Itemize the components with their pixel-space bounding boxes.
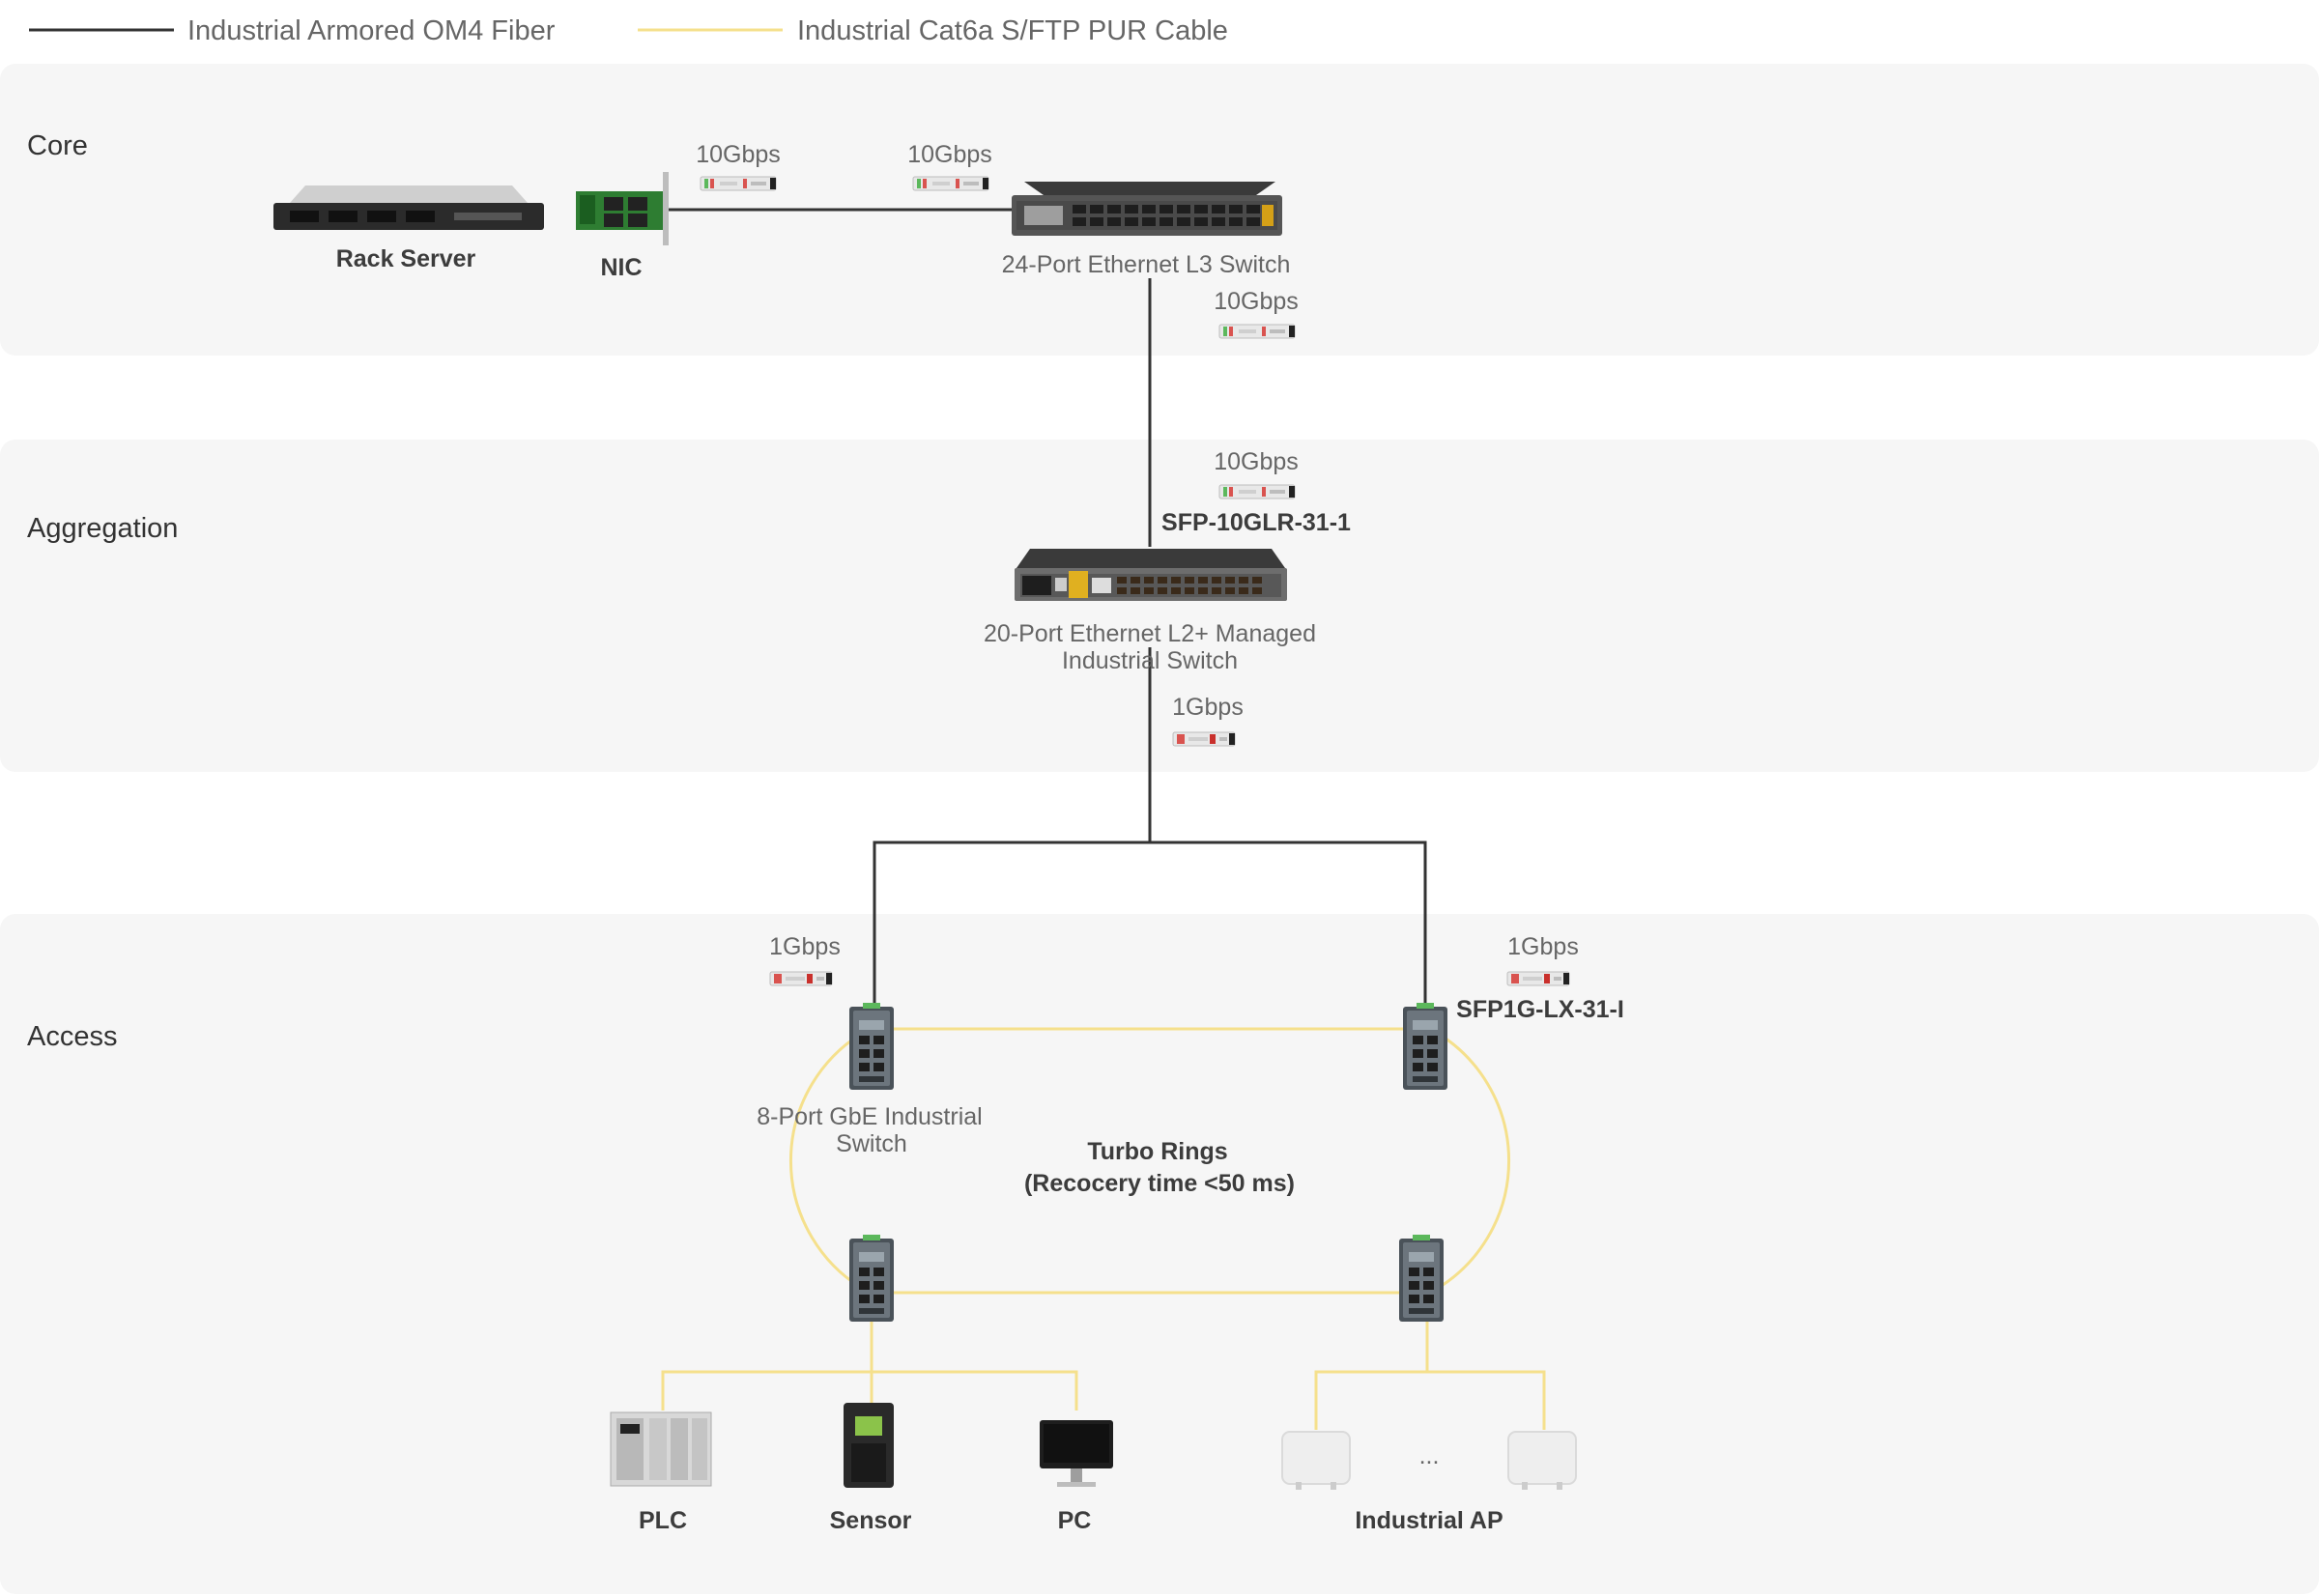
agg-module-label: SFP-10GLR-31-1 [1161,509,1351,536]
rack-server [273,185,544,230]
l3-switch [1012,182,1282,236]
ap-group-bus [1314,1370,1546,1430]
agg-uplink-speed: 10Gbps [1214,448,1299,475]
access-module-label: SFP1G-LX-31-I [1456,996,1624,1023]
switch-link-sfp-module [912,176,989,191]
core-uplink-speed: 10Gbps [1214,288,1299,315]
industrial-ap-ellipsis: ... [1419,1442,1440,1469]
industrial-ap-left [1281,1431,1351,1491]
agg-downlink-speed: 1Gbps [1172,694,1244,721]
access-left-speed: 1Gbps [769,933,841,960]
core-uplink-sfp-module [1218,324,1296,339]
aggregation-switch [1015,549,1287,601]
agg-switch-label-line2: Industrial Switch [1062,647,1238,674]
access-switch-top-left [849,1003,894,1090]
legend-cat6a-label: Industrial Cat6a S/FTP PUR Cable [797,15,1228,46]
agg-to-access-left-link [873,841,1150,1010]
access-switch-label-line2: Switch [836,1130,907,1157]
access-layer-title: Access [27,1021,117,1052]
core-layer-title: Core [27,130,88,161]
fiber-links [667,208,1427,1010]
access-switch-bottom-right [1399,1235,1444,1322]
plc-group-bus [661,1370,1078,1411]
aggregation-layer-title: Aggregation [27,513,178,544]
switch-link-speed: 10Gbps [907,141,992,168]
plc-label: PLC [639,1507,687,1534]
agg-downlink-sfp-module [1172,731,1236,747]
turbo-rings-subtitle: (Recocery time <50 ms) [1024,1170,1295,1197]
industrial-ap-right [1507,1431,1577,1491]
plc-device [610,1411,712,1487]
pc-label: PC [1058,1507,1092,1534]
nic-label: NIC [600,254,642,281]
nic-link-sfp-module [700,176,777,191]
agg-uplink-sfp-module [1218,484,1296,499]
turbo-rings-title: Turbo Rings [1087,1138,1227,1165]
agg-to-access-right-link [1150,841,1427,1010]
sensor-label: Sensor [830,1507,912,1534]
industrial-ap-label: Industrial AP [1355,1507,1503,1534]
nic-card [576,172,669,245]
legend: Industrial Armored OM4 Fiber Industrial … [29,15,1228,46]
pc-device [1040,1420,1113,1487]
access-layer-panel [0,914,2319,1594]
access-right-speed: 1Gbps [1507,933,1579,960]
access-switch-top-right [1403,1003,1447,1090]
access-switch-bottom-left [849,1235,894,1322]
aggregation-layer-panel [0,440,2319,772]
nic-link-speed: 10Gbps [696,141,781,168]
access-switch-label-line1: 8-Port GbE Industrial [757,1103,982,1130]
l3-switch-label: 24-Port Ethernet L3 Switch [1002,251,1291,278]
access-left-sfp-module [769,971,833,986]
access-right-sfp-module [1506,971,1570,986]
agg-switch-label-line1: 20-Port Ethernet L2+ Managed [984,620,1316,647]
sensor-device [844,1403,894,1488]
legend-fiber-label: Industrial Armored OM4 Fiber [187,15,556,46]
rack-server-label: Rack Server [336,245,476,272]
